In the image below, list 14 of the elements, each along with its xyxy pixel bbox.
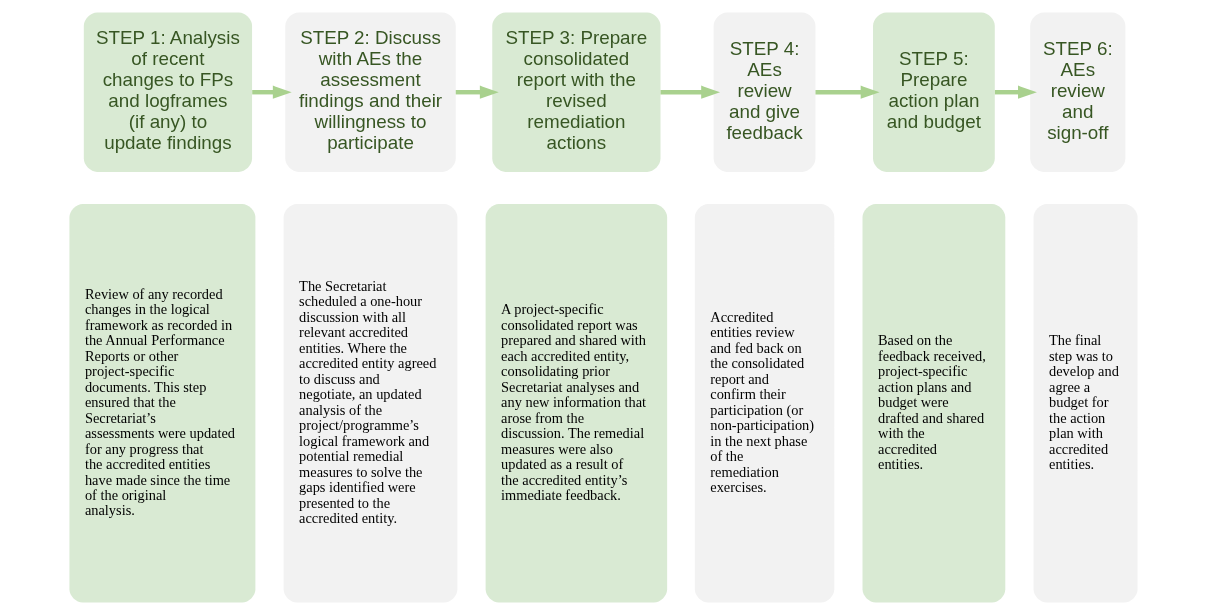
node-box: STEP 2: Discuss with AEs the assessment findings and their willingness to participate bbox=[284, 12, 456, 172]
arrow bbox=[660, 85, 720, 99]
arrow bbox=[455, 85, 499, 99]
node-box: Review of any recorded changes in the logical framework as recorded in the Annual Performance Reports or other project-specific documents. This step ensured that the Secretariat’s assessments were updated for any progress that the accredited entities have made since the time of the original analysis. bbox=[68, 204, 255, 603]
arrow bbox=[994, 85, 1037, 99]
node-box: Based on the feedback received, project-specific action plans and budget were drafted and shared with the accredited entities. bbox=[862, 204, 1005, 603]
node-box: A project-specific consolidated report was prepared and shared with each accredited entity, consolidating prior Secretariat analyses and any new information that arose from the discussion. The remedial measures were also updated as a result of the accredited entity’s immediate feedback. bbox=[485, 204, 667, 603]
node-box: STEP 4: AEs review and give feedback bbox=[713, 12, 815, 172]
node-box: STEP 3: Prepare consolidated report with the revised remediation actions bbox=[491, 12, 660, 172]
node-box: STEP 1: Analysis of recent changes to FPs and logframes (if any) to update findings bbox=[83, 12, 252, 172]
node-box: STEP 5: Prepare action plan and budget bbox=[872, 12, 995, 172]
node-box: STEP 6: AEs review and sign-off bbox=[1029, 12, 1125, 172]
arrow bbox=[815, 85, 880, 99]
arrow bbox=[251, 85, 292, 99]
